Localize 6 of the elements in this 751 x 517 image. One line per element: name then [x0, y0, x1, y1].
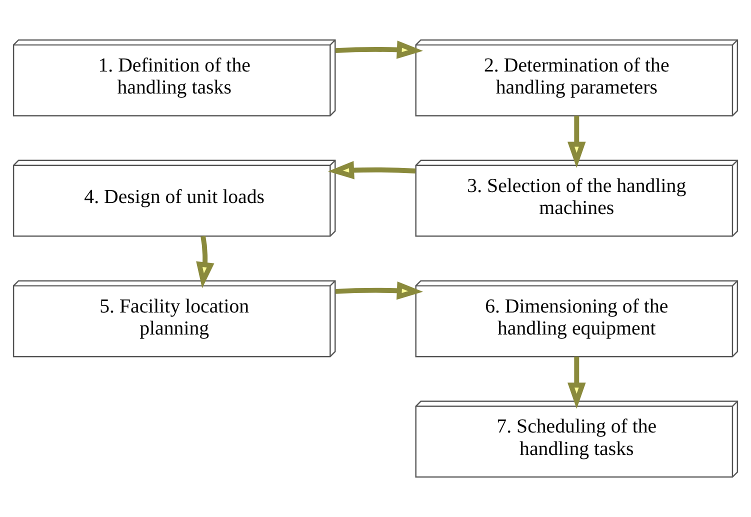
arrow — [335, 40, 424, 59]
arrow — [328, 161, 416, 180]
arrow — [568, 356, 586, 409]
arrow — [335, 281, 424, 300]
arrow — [568, 116, 586, 168]
arrow — [196, 236, 214, 288]
